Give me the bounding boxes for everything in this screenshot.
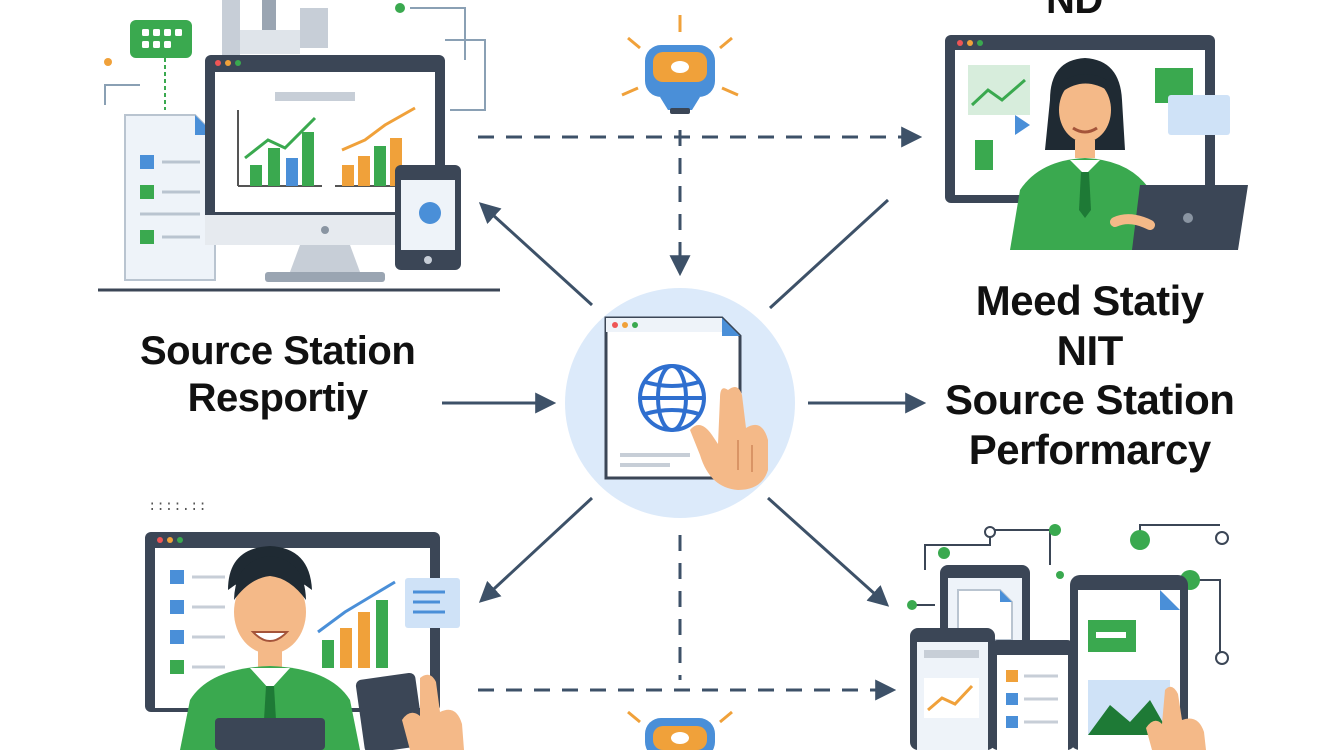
status-chip-icon: [130, 20, 192, 58]
left-station-label: Source Station Resportiy: [140, 328, 416, 422]
analyst-station: ::::.::: [145, 499, 464, 750]
robot-head-icon-bottom: [627, 710, 733, 750]
hand-pointer-icon: [690, 386, 768, 490]
right-label-line-3: Source Station: [945, 376, 1235, 424]
tablet-icon: [395, 165, 461, 270]
arrow-hub-to-bottomright: [766, 496, 890, 607]
left-label-line-1: Source Station: [140, 329, 416, 373]
robot-head-icon: [621, 15, 739, 114]
top-right-partial-label: ND: [1046, 0, 1103, 22]
globe-icon: [638, 364, 706, 432]
connector-arrows: [442, 126, 927, 701]
left-label-line-2: Resportiy: [187, 376, 369, 421]
right-label-line-2: NIT: [1056, 326, 1124, 374]
arrow-hub-to-topleft: [478, 202, 594, 307]
right-label-line-1: Meed Statiy: [975, 277, 1204, 324]
person-presenter-icon: [945, 35, 1248, 250]
small-code-text: ::::.::: [148, 499, 207, 515]
central-hub[interactable]: [565, 288, 795, 518]
right-label-line-4: Performarcy: [968, 425, 1211, 473]
network-nodes-icon: [907, 524, 1229, 750]
bar-chart-icon: [237, 110, 322, 187]
right-station-label: Meed Statiy NIT Source Station Performar…: [945, 276, 1235, 474]
arrow-hub-to-bottomleft: [478, 496, 594, 603]
source-station-desktop: [98, 0, 500, 292]
arrow-hub-to-topright: [768, 198, 890, 310]
document-icon: [124, 114, 216, 281]
